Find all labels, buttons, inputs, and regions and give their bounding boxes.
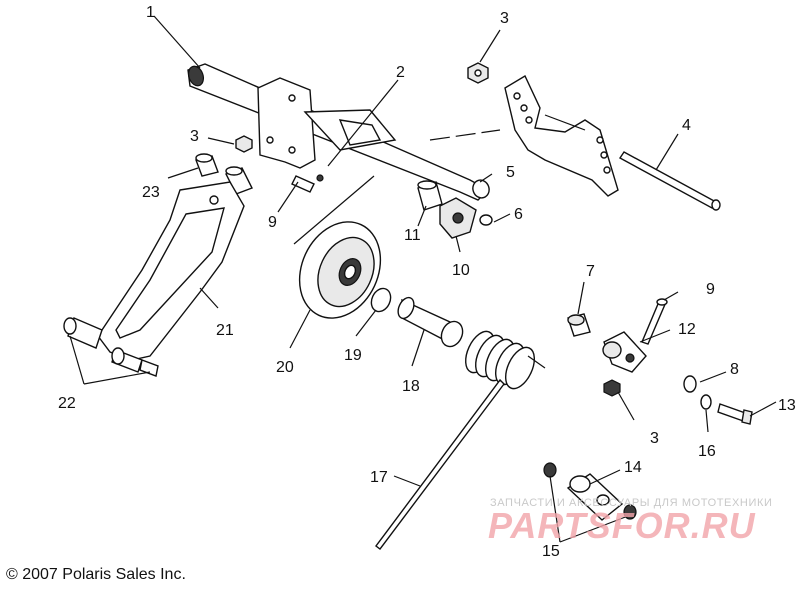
callout: 4 [682,117,691,134]
mount-block [439,197,493,239]
callout: 2 [396,64,405,81]
spacer-tube [397,296,464,348]
callout: 11 [404,227,421,244]
nut [235,135,253,153]
bolt [717,403,753,425]
callout: 10 [452,262,470,279]
watermark-logo: PARTSFOR.RU [488,505,756,546]
pin [291,174,324,193]
nut [603,379,621,397]
rear-arm-link [63,181,245,377]
callout: 5 [506,164,515,181]
callout: 21 [216,322,234,339]
copyright-notice: © 2007 Polaris Sales Inc. [6,566,186,583]
callout: 14 [624,459,642,476]
callout: 9 [706,281,715,298]
callout: 7 [586,263,595,280]
callout: 13 [778,397,796,414]
callout: 1 [146,4,155,21]
callout: 8 [730,361,739,378]
callout: 6 [514,206,523,223]
arm-bracket [429,75,619,197]
callout: 9 [268,214,277,231]
spring-link [602,331,647,373]
leader-lines [69,15,777,543]
callout: 3 [190,128,199,145]
callout-labels: 1 2 3 3 4 5 6 7 8 9 9 10 11 12 13 3 14 1… [58,4,796,560]
callout: 17 [370,469,388,486]
nut [467,62,489,84]
callout: 16 [698,443,716,460]
torsion-spring [375,330,546,550]
idler-wheel [298,221,382,319]
callout: 19 [344,347,362,364]
callout: 3 [650,430,659,447]
pin [641,298,668,345]
callout: 18 [402,378,420,395]
pivot-rod [618,151,721,211]
watermark-tagline: ЗАПЧАСТИ И АКСЕССУАРЫ ДЛЯ МОТОТЕХНИКИ [490,497,773,509]
lock-washer [700,394,712,410]
bushing [417,180,443,211]
callout: 22 [58,395,76,412]
callout: 12 [678,321,696,338]
callout: 20 [276,359,294,376]
adjuster-link [543,462,637,521]
flanged-bushing [567,313,591,337]
callout: 3 [500,10,509,27]
rear-arm-shaft [187,63,490,201]
callout: 15 [542,543,560,560]
callout: 23 [142,184,160,201]
washer [683,375,697,393]
